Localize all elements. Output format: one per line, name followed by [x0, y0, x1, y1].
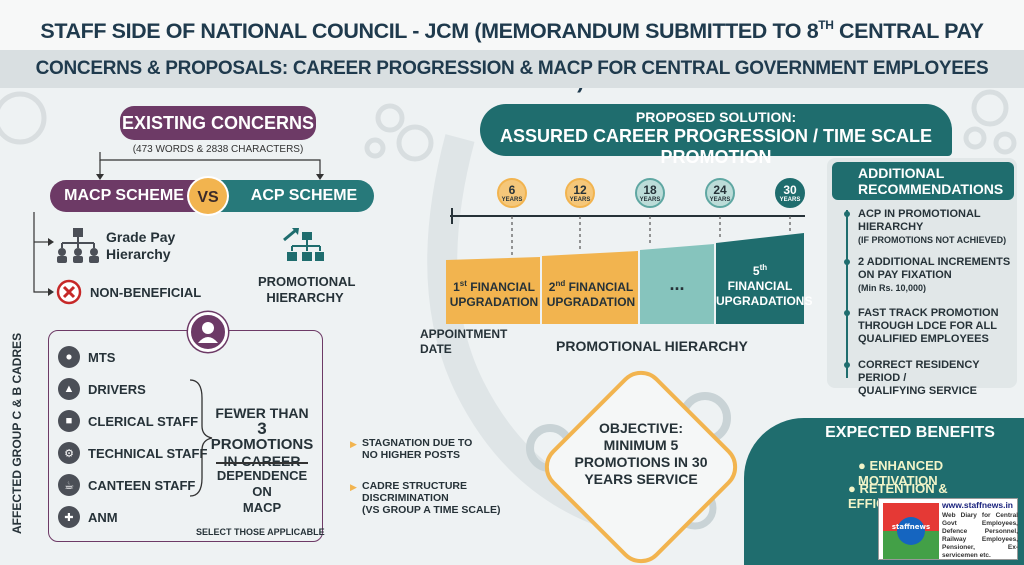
car-icon: ▲: [58, 378, 80, 400]
cadre-item-anm: ✚ANM: [58, 506, 118, 528]
gear-icon: [993, 131, 1017, 155]
recommendation-acp: ACP IN PROMOTIONAL HIERARCHY (IF PROMOTI…: [844, 208, 1016, 247]
cadre-item-drivers: ▲DRIVERS: [58, 378, 146, 400]
gear-icon: [0, 91, 47, 145]
recommendations-line: [846, 210, 848, 378]
macp-connector: [33, 212, 54, 296]
title-main: STAFF SIDE OF NATIONAL COUNCIL - JCM (ME…: [40, 19, 819, 43]
issue-cadre-discrimination: ▶ CADRE STRUCTURE DISCRIMINATION (VS GRO…: [350, 480, 501, 516]
recommendation-residency: CORRECT RESIDENCY PERIOD / QUALIFYING SE…: [844, 359, 1016, 398]
gear-icon: ⚙: [58, 442, 80, 464]
promotion-hierarchy-icon: [283, 228, 324, 261]
recommendation-increments: 2 ADDITIONAL INCREMENTS ON PAY FIXATION …: [844, 256, 1016, 295]
timeline: [450, 208, 805, 256]
grade-pay-hierarchy-label: Grade Pay Hierarchy: [106, 229, 176, 262]
gear-icon: [963, 126, 987, 150]
gear-icon: [971, 89, 1009, 127]
title-superscript: TH: [818, 18, 834, 32]
step-2nd-financial-upgradation: 2nd FINANCIAL UPGRADATION: [546, 279, 636, 309]
cup-icon: ☕: [58, 474, 80, 496]
arrow-icon: ▶: [350, 439, 357, 449]
bullet-icon: [844, 310, 850, 316]
staffnews-logo: staffnews: [883, 503, 939, 559]
expected-benefits-title: EXPECTED BENEFITS: [825, 424, 995, 441]
document-icon: ■: [58, 410, 80, 432]
page-subtitle: CONCERNS & PROPOSALS: CAREER PROGRESSION…: [0, 50, 1024, 88]
recommendation-fast-track: FAST TRACK PROMOTION THROUGH LDCE FOR AL…: [844, 307, 1016, 346]
connector-lines: [96, 152, 324, 180]
arrow-icon: ▶: [350, 482, 357, 492]
affected-cadres-box: [48, 330, 323, 542]
worker-icon: ⚫: [58, 346, 80, 368]
cadre-item-canteen: ☕CANTEEN STAFF: [58, 474, 195, 496]
hierarchy-icon: [57, 228, 99, 263]
upgradation-staircase: [446, 233, 804, 324]
bullet-icon: [844, 259, 850, 265]
recommendations-header: ADDITIONAL RECOMMENDATIONS: [832, 162, 1014, 200]
divider: [216, 462, 308, 464]
cadre-item-technical: ⚙TECHNICAL STAFF: [58, 442, 207, 464]
non-beneficial-label: NON-BENEFICIAL: [90, 285, 202, 300]
select-note: SELECT THOSE APPLICABLE: [196, 527, 325, 537]
page-title: STAFF SIDE OF NATIONAL COUNCIL - JCM (ME…: [0, 0, 1024, 93]
promotional-hierarchy-axis-label: PROMOTIONAL HIERARCHY: [556, 338, 748, 354]
gear-icon: [396, 124, 434, 162]
bullet-icon: [844, 362, 850, 368]
issue-stagnation: ▶ STAGNATION DUE TO NO HIGHER POSTS: [350, 437, 473, 461]
bullet-icon: [844, 211, 850, 217]
brace-connector: [189, 379, 213, 497]
staffnews-logo-text: staffnews: [892, 523, 930, 531]
step-1st-financial-upgradation: 1st FINANCIAL UPGRADATION: [449, 279, 539, 309]
staffnews-watermark: staffnews: [878, 498, 1018, 560]
acp-scheme-pill: ACP SCHEME: [214, 180, 374, 212]
appointment-date-label: APPOINTMENT DATE: [420, 327, 508, 356]
gear-icon: [375, 103, 405, 133]
objective-text: OBJECTIVE: MINIMUM 5 PROMOTIONS IN 30 YE…: [574, 420, 708, 487]
cadre-item-mts: ⚫MTS: [58, 346, 115, 368]
dependence-macp-text: DEPENDENCE ON MACP: [216, 468, 308, 515]
word-count: (473 WORDS & 2838 CHARACTERS): [132, 144, 304, 155]
cadre-item-clerical: ■CLERICAL STAFF: [58, 410, 198, 432]
existing-concerns-title: EXISTING CONCERNS: [120, 106, 316, 140]
proposed-solution-header: PROPOSED SOLUTION: ASSURED CAREER PROGRE…: [480, 104, 952, 167]
step-ellipsis: ...: [669, 274, 685, 294]
cross-icon: [56, 279, 82, 305]
fewer-promotions-text: FEWER THAN 3 PROMOTIONS IN CAREER: [210, 405, 314, 469]
benefit-motivation: ● ENHANCED MOTIVATION: [858, 458, 944, 488]
user-icon: [188, 312, 228, 352]
vs-badge: VS: [187, 176, 229, 216]
affected-cadres-label: AFFECTED GROUP C & B CADRES: [10, 332, 24, 534]
step-5th-financial-upgradation: 5th FINANCIAL UPGRADATIONS: [716, 263, 813, 308]
nurse-icon: ✚: [58, 506, 80, 528]
staffnews-url: www.staffnews.in: [942, 500, 1014, 510]
staffnews-description: Web Diary for Central Govt Employees, De…: [942, 512, 1018, 559]
gear-icon: [364, 137, 386, 159]
promotional-hierarchy-label: PROMOTIONAL HIERARCHY: [258, 274, 356, 305]
